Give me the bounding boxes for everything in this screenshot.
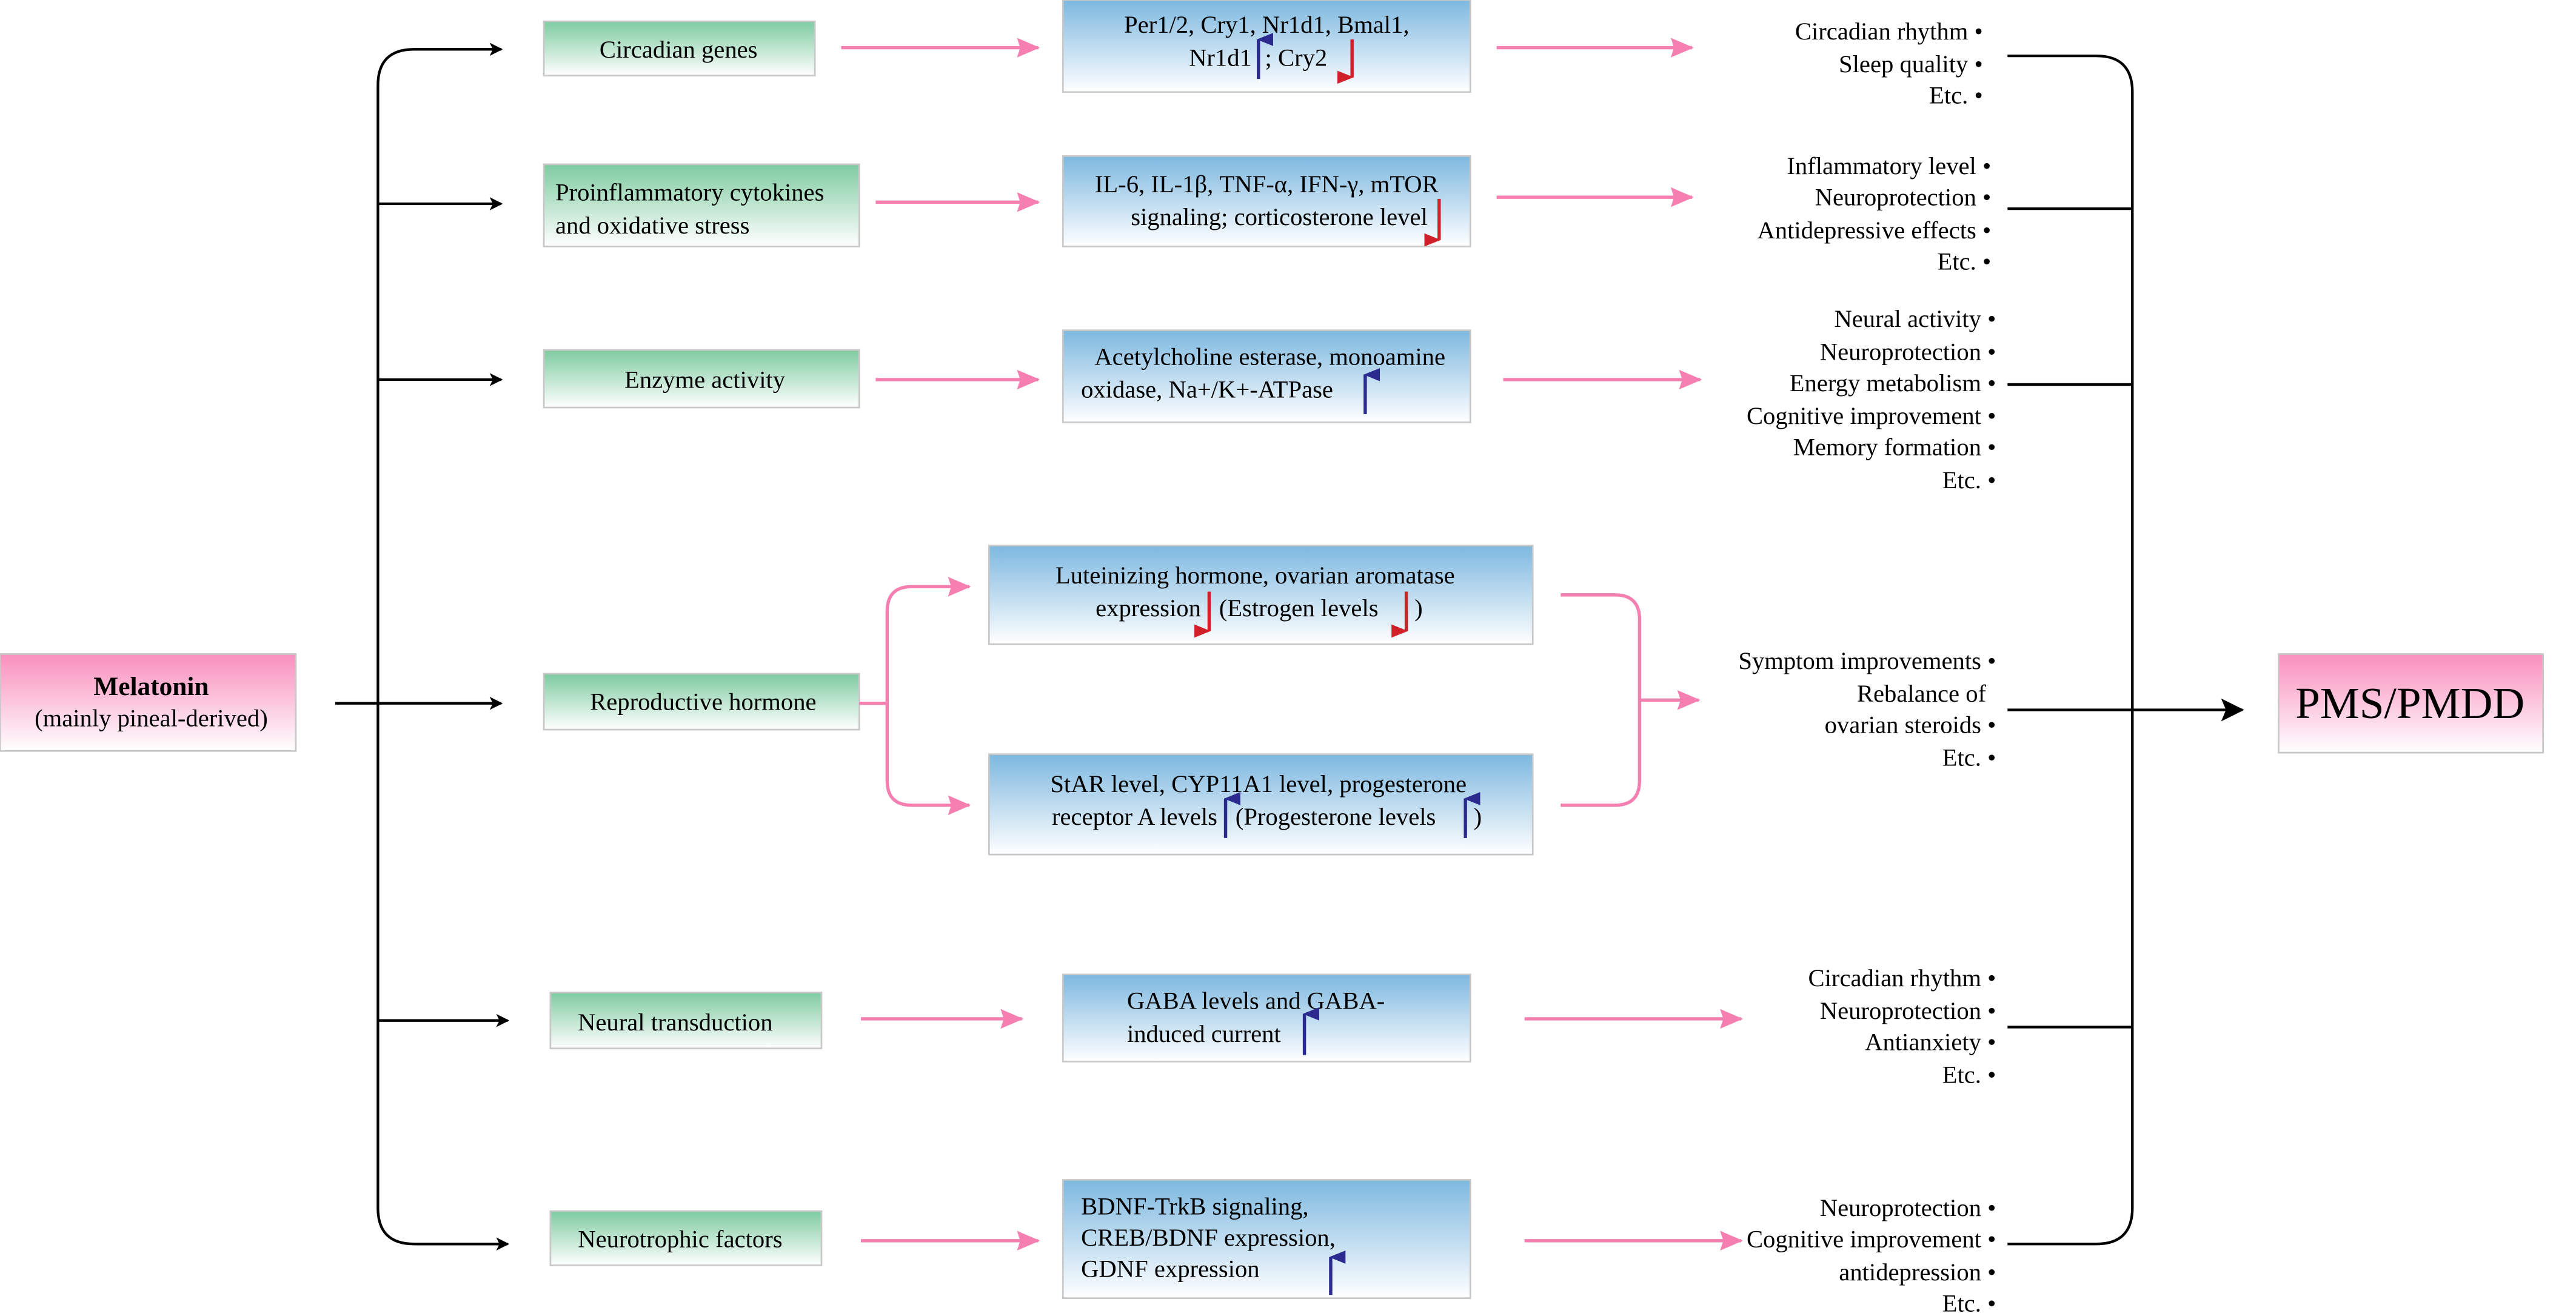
effect-line: receptor A levels bbox=[1052, 803, 1217, 830]
outcome-item: Memory formation • bbox=[1793, 434, 1996, 461]
outcome-item: Neuroprotection • bbox=[1820, 338, 1996, 365]
effect-line: oxidase, Na+/K+-ATPase bbox=[1081, 376, 1333, 403]
change-indicators bbox=[1194, 33, 1480, 1295]
outcome-item: Neuroprotection • bbox=[1820, 997, 1996, 1024]
melatonin-box: Melatonin (mainly pineal-derived) bbox=[0, 653, 297, 752]
outcome-item: Symptom improvements • bbox=[1738, 647, 1996, 674]
mechanism-circadian-genes: Circadian genes bbox=[543, 20, 816, 76]
mechanism-reproductive-hormone: Reproductive hormone bbox=[543, 673, 860, 731]
outcomes-circadian: Circadian rhythm • Sleep quality • Etc. … bbox=[1795, 18, 1983, 109]
outcome-item: Neural activity • bbox=[1834, 305, 1996, 332]
outcome-item: Etc. • bbox=[1942, 466, 1996, 494]
mechanism-neural-transduction: Neural transduction bbox=[549, 992, 823, 1050]
arrow-to-star bbox=[885, 703, 971, 815]
outcome-item: Neuroprotection • bbox=[1815, 184, 1992, 211]
effect-inflammation: IL-6, IL-1β, TNF-α, IFN-γ, mTOR signalin… bbox=[1062, 155, 1471, 247]
outcome-item: Energy metabolism • bbox=[1790, 369, 1996, 397]
outcome-item: Cognitive improvement • bbox=[1747, 402, 1996, 429]
mechanism-label: Circadian genes bbox=[600, 36, 758, 63]
outcome-item: Circadian rhythm • bbox=[1808, 964, 1996, 992]
outcome-item: Cognitive improvement • bbox=[1747, 1226, 1996, 1253]
outcome-item: Etc. • bbox=[1938, 247, 1992, 275]
effect-line: Acetylcholine esterase, monoamine bbox=[1094, 343, 1445, 371]
effect-line: ) bbox=[1474, 803, 1482, 830]
outcome-item: Circadian rhythm • bbox=[1795, 18, 1983, 45]
pms-pmdd-box: PMS/PMDD bbox=[2278, 653, 2544, 754]
outcome-item: ovarian steroids • bbox=[1825, 711, 1996, 738]
effect-line: ; Cry2 bbox=[1265, 44, 1328, 71]
mechanism-label: Neural transduction bbox=[578, 1009, 773, 1036]
bracket-line bbox=[2007, 54, 2134, 1246]
outcomes-neurotrophic: Neuroprotection • Cognitive improvement … bbox=[1747, 1194, 1996, 1313]
effect-neurotrophic: BDNF-TrkB signaling, CREB/BDNF expressio… bbox=[1062, 1179, 1471, 1299]
mechanism-label: Proinflammatory cytokines bbox=[555, 179, 824, 206]
outcomes-neural: Circadian rhythm • Neuroprotection • Ant… bbox=[1808, 964, 1996, 1089]
effect-line: StAR level, CYP11A1 level, progesterone bbox=[1050, 770, 1467, 798]
trunk-line bbox=[376, 48, 501, 1246]
effect-line: signaling; corticosterone level bbox=[1131, 203, 1428, 230]
outcome-item: Etc. • bbox=[1942, 1061, 1996, 1089]
effect-reproductive-lh: Luteinizing hormone, ovarian aromatase e… bbox=[988, 545, 1534, 645]
pms-pmdd-label: PMS/PMDD bbox=[2295, 679, 2524, 728]
mechanism-label: and oxidative stress bbox=[555, 212, 749, 239]
effect-line: (Progesterone levels bbox=[1236, 803, 1436, 830]
effect-circadian: Per1/2, Cry1, Nr1d1, Bmal1, Nr1d1 ; Cry2 bbox=[1062, 0, 1471, 93]
effect-line: induced current bbox=[1127, 1020, 1282, 1047]
outcome-item: Sleep quality • bbox=[1839, 50, 1983, 78]
effect-line: expression bbox=[1096, 594, 1201, 622]
outcome-item: Antianxiety • bbox=[1865, 1028, 1996, 1055]
mechanism-label: Neurotrophic factors bbox=[578, 1226, 782, 1253]
mechanism-neurotrophic-factors: Neurotrophic factors bbox=[549, 1210, 823, 1266]
outcome-item: Antidepressive effects • bbox=[1757, 217, 1991, 244]
reproductive-bracket bbox=[1561, 593, 1642, 807]
outcomes-inflammation: Inflammatory level • Neuroprotection • A… bbox=[1757, 152, 1991, 275]
melatonin-title: Melatonin bbox=[93, 672, 209, 701]
mechanism-inflammation: Proinflammatory cytokines and oxidative … bbox=[543, 163, 860, 247]
effect-line: Luteinizing hormone, ovarian aromatase bbox=[1055, 562, 1455, 589]
arrow-to-lh bbox=[859, 577, 971, 705]
outcomes-reproductive: Symptom improvements • Rebalance of ovar… bbox=[1738, 647, 1996, 771]
outcome-item: Etc. • bbox=[1929, 82, 1983, 109]
melatonin-subtitle: (mainly pineal-derived) bbox=[35, 705, 268, 732]
pink-connectors bbox=[841, 38, 1744, 1251]
outcome-item: Etc. • bbox=[1942, 1289, 1996, 1313]
effect-line: GABA levels and GABA- bbox=[1127, 987, 1385, 1015]
effect-line: ) bbox=[1414, 594, 1423, 622]
effect-line: CREB/BDNF expression, bbox=[1081, 1224, 1336, 1251]
effect-neural: GABA levels and GABA- induced current bbox=[1062, 973, 1471, 1063]
mechanism-label: Enzyme activity bbox=[624, 366, 786, 393]
convergence-bracket bbox=[2007, 54, 2244, 1246]
outcome-item: Rebalance of bbox=[1857, 680, 1987, 707]
effect-enzyme: Acetylcholine esterase, monoamine oxidas… bbox=[1062, 329, 1471, 423]
effect-line: Nr1d1 bbox=[1189, 44, 1252, 71]
mechanism-label: Reproductive hormone bbox=[590, 688, 816, 716]
mechanism-enzyme-activity: Enzyme activity bbox=[543, 349, 860, 409]
outcome-item: Inflammatory level • bbox=[1787, 152, 1991, 180]
outcomes-enzyme: Neural activity • Neuroprotection • Ener… bbox=[1747, 305, 1996, 494]
trunk-connectors bbox=[335, 42, 510, 1251]
effect-reproductive-star: StAR level, CYP11A1 level, progesterone … bbox=[988, 753, 1534, 856]
effect-line: Per1/2, Cry1, Nr1d1, Bmal1, bbox=[1124, 11, 1410, 38]
outcome-item: Etc. • bbox=[1942, 744, 1996, 771]
effect-line: (Estrogen levels bbox=[1219, 594, 1379, 622]
effect-line: BDNF-TrkB signaling, bbox=[1081, 1192, 1308, 1220]
effect-line: GDNF expression bbox=[1081, 1255, 1260, 1282]
outcome-item: Neuroprotection • bbox=[1820, 1194, 1996, 1221]
effect-line: IL-6, IL-1β, TNF-α, IFN-γ, mTOR bbox=[1095, 170, 1439, 198]
outcome-item: antidepression • bbox=[1839, 1258, 1996, 1286]
